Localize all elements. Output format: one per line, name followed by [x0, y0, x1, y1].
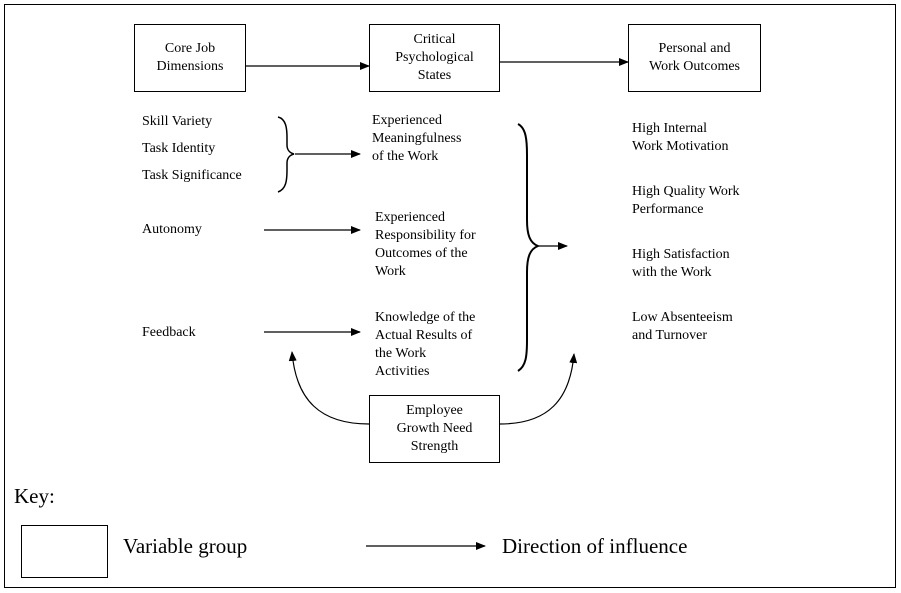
brace-large [517, 123, 541, 372]
critical-states-box: Critical Psychological States [369, 24, 500, 92]
dimension-task-significance: Task Significance [142, 168, 242, 183]
state-meaningfulness: Experienced Meaningfulness of the Work [372, 113, 462, 164]
core-job-dimensions-box: Core Job Dimensions [134, 24, 246, 92]
state-responsibility: Experienced Responsibility for Outcomes … [375, 210, 476, 279]
key-variable-group-label: Variable group [123, 534, 248, 558]
diagram-frame [4, 4, 896, 588]
key-direction-label: Direction of influence [502, 534, 688, 558]
outcome-motivation: High Internal Work Motivation [632, 121, 729, 154]
key-variable-group-box [21, 525, 108, 578]
dimension-feedback: Feedback [142, 325, 196, 340]
key-title: Key: [14, 484, 55, 508]
state-knowledge: Knowledge of the Actual Results of the W… [375, 310, 476, 379]
growth-need-strength-box: Employee Growth Need Strength [369, 395, 500, 463]
arrow-moderator-right [499, 353, 578, 425]
outcomes-box: Personal and Work Outcomes [628, 24, 761, 92]
outcome-satisfaction: High Satisfaction with the Work [632, 247, 730, 280]
outcome-performance: High Quality Work Performance [632, 184, 740, 217]
brace-small [277, 116, 295, 193]
dimension-skill-variety: Skill Variety [142, 114, 213, 129]
outcome-absenteeism: Low Absenteeism and Turnover [632, 310, 733, 343]
dimension-task-identity: Task Identity [142, 141, 216, 156]
dimension-autonomy: Autonomy [142, 222, 202, 237]
arrow-moderator-left [288, 351, 370, 425]
